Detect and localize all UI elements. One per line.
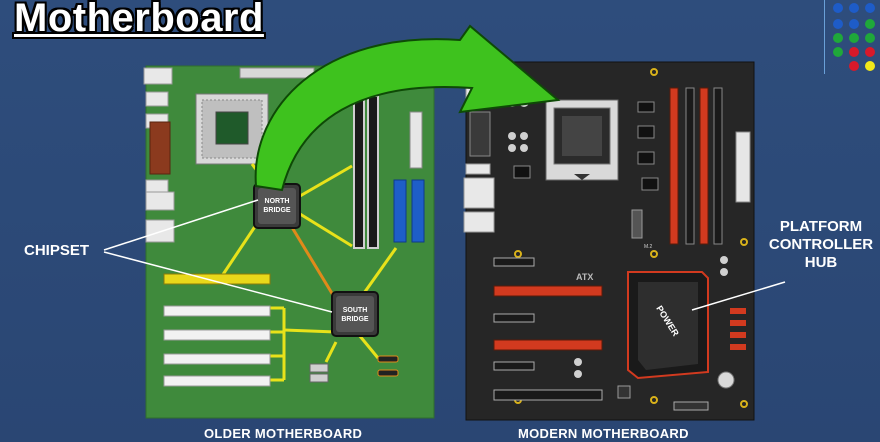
pch-callout-line-1: PLATFORM xyxy=(779,218,863,235)
south-bridge-label-1: SOUTH xyxy=(343,307,368,314)
north-bridge-label-1: NORTH xyxy=(265,198,290,205)
pch-callout-line-2: CONTROLLER xyxy=(768,236,874,253)
atx-label: ATX xyxy=(576,272,593,282)
older-motherboard-caption: OLDER MOTHERBOARD xyxy=(204,426,363,441)
north-bridge-label-2: BRIDGE xyxy=(263,207,291,214)
m2-label: M.2 xyxy=(644,244,653,250)
chipset-callout: CHIPSET xyxy=(24,242,90,259)
decorative-dot-grid xyxy=(833,3,875,71)
green-arrow-icon xyxy=(254,24,561,192)
pch-callout-line-3: HUB xyxy=(804,254,838,271)
older-motherboard: NORTH BRIDGE SOUTH BRIDGE xyxy=(143,65,435,419)
pch-callout: PLATFORM CONTROLLER HUB xyxy=(764,218,878,272)
modern-motherboard-caption: MODERN MOTHERBOARD xyxy=(518,426,689,441)
divider-line xyxy=(824,0,825,74)
south-bridge-label-2: BRIDGE xyxy=(341,316,369,323)
page-title: Motherboard xyxy=(14,0,264,40)
